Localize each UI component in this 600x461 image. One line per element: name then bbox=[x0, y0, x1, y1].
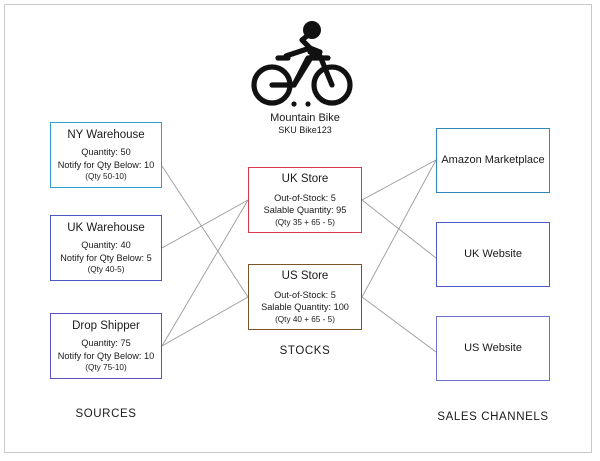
source-quantity: Quantity: 75 bbox=[81, 338, 131, 349]
source-quantity: Quantity: 50 bbox=[81, 147, 131, 158]
source-notify-threshold: Notify for Qty Below: 10 bbox=[57, 159, 155, 170]
source-formula: (Qty 50-10) bbox=[85, 172, 127, 182]
source-formula: (Qty 40-5) bbox=[87, 265, 125, 275]
product-name: Mountain Bike bbox=[270, 112, 340, 124]
product-sku: SKU Bike123 bbox=[278, 125, 332, 135]
channel-title: UK Website bbox=[464, 248, 522, 261]
channel-node-us-website[interactable]: US Website bbox=[436, 316, 550, 381]
channel-node-amazon-marketplace[interactable]: Amazon Marketplace bbox=[436, 128, 550, 193]
source-quantity: Quantity: 40 bbox=[81, 240, 131, 251]
source-node-drop-shipper[interactable]: Drop Shipper Quantity: 75 Notify for Qty… bbox=[50, 313, 162, 379]
source-title: Drop Shipper bbox=[72, 319, 140, 332]
stock-salable-quantity: Salable Quantity: 100 bbox=[261, 302, 349, 313]
section-label-stocks: STOCKS bbox=[279, 345, 331, 357]
stock-salable-quantity: Salable Quantity: 95 bbox=[263, 205, 347, 216]
stock-out-of-stock: Out-of-Stock: 5 bbox=[274, 192, 336, 203]
cyclist-mountain-bike-icon bbox=[251, 21, 353, 107]
stock-node-us-store[interactable]: US Store Out-of-Stock: 5 Salable Quantit… bbox=[248, 264, 362, 330]
source-formula: (Qty 75-10) bbox=[85, 363, 127, 373]
source-title: NY Warehouse bbox=[67, 128, 145, 141]
channel-title: US Website bbox=[464, 342, 522, 355]
product-block: Mountain Bike SKU Bike123 bbox=[240, 18, 370, 135]
section-label-sources: SOURCES bbox=[75, 408, 137, 420]
source-notify-threshold: Notify for Qty Below: 10 bbox=[57, 350, 155, 361]
channel-node-uk-website[interactable]: UK Website bbox=[436, 222, 550, 287]
stock-title: US Store bbox=[281, 270, 329, 283]
stock-out-of-stock: Out-of-Stock: 5 bbox=[274, 289, 336, 300]
stock-formula: (Qty 35 + 65 - 5) bbox=[275, 217, 335, 227]
stock-node-uk-store[interactable]: UK Store Out-of-Stock: 5 Salable Quantit… bbox=[248, 167, 362, 233]
source-notify-threshold: Notify for Qty Below: 5 bbox=[60, 252, 152, 263]
source-title: UK Warehouse bbox=[67, 221, 145, 234]
stock-formula: (Qty 40 + 65 - 5) bbox=[275, 314, 335, 324]
source-node-ny-warehouse[interactable]: NY Warehouse Quantity: 50 Notify for Qty… bbox=[50, 122, 162, 188]
channel-title: Amazon Marketplace bbox=[441, 154, 545, 167]
section-label-sales-channels: SALES CHANNELS bbox=[437, 411, 549, 423]
stock-title: UK Store bbox=[281, 173, 329, 186]
source-node-uk-warehouse[interactable]: UK Warehouse Quantity: 40 Notify for Qty… bbox=[50, 215, 162, 281]
